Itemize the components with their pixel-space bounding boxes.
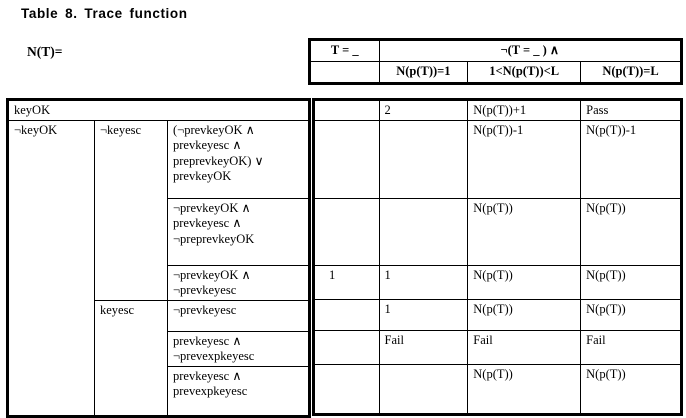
header-t-equals: T = _ xyxy=(309,39,380,62)
condition-keyok: keyOK xyxy=(6,99,311,121)
table-caption: Table 8. Trace function xyxy=(21,6,188,21)
value-r4-c3: N(p(T)) xyxy=(580,298,682,331)
value-r3-c0: 1 xyxy=(313,264,380,300)
table-row: prevkeyesc ∧ prevexpkeyesc xyxy=(8,365,311,417)
value-r0-c0 xyxy=(313,99,380,121)
condition-table: keyOK ¬keyOK ¬keyesc (¬prevkeyOK ∧ prevk… xyxy=(6,98,312,418)
value-r4-c0 xyxy=(313,298,380,331)
condition-expr-3: ¬prevkeyOK ∧ ¬prevkeyesc xyxy=(166,264,311,301)
value-r5-c1: Fail xyxy=(378,329,469,365)
header-row-bottom: N(p(T))=1 1<N(p(T))<L N(p(T))=L xyxy=(309,61,682,84)
value-r1-c2: N(p(T))-1 xyxy=(467,119,582,199)
table-row: N(p(T)) N(p(T)) xyxy=(313,197,682,266)
table-row: N(p(T)) N(p(T)) xyxy=(313,363,682,415)
table-row: ¬keyOK ¬keyesc (¬prevkeyOK ∧ prevkeyesc … xyxy=(7,119,311,417)
header-not-t-equals: ¬(T = _ ) ∧ xyxy=(378,39,683,62)
table-row: Fail Fail Fail xyxy=(313,329,682,365)
table-row: N(p(T))-1 N(p(T))-1 xyxy=(313,119,682,199)
value-r2-c2: N(p(T)) xyxy=(467,197,582,266)
value-r5-c2: Fail xyxy=(467,329,582,365)
table-row: prevkeyesc ∧ ¬prevexpkeyesc xyxy=(8,330,311,367)
header-np-eq-1: N(p(T))=1 xyxy=(378,61,469,84)
value-r3-c1: 1 xyxy=(378,264,469,300)
values-table: 2 N(p(T))+1 Pass N(p(T))-1 N(p(T))-1 N(p… xyxy=(312,98,683,416)
value-r0-c1: 2 xyxy=(378,99,469,121)
condition-not-keyok: ¬keyOK xyxy=(7,119,95,417)
value-r4-c1: 1 xyxy=(378,298,469,331)
table-row: 1 1 N(p(T)) N(p(T)) xyxy=(313,264,682,300)
condition-keyesc: keyesc xyxy=(94,299,168,417)
value-r2-c0 xyxy=(313,197,380,266)
condition-expr-2: ¬prevkeyOK ∧ prevkeyesc ∧ ¬preprevkeyOK xyxy=(166,197,311,266)
value-r6-c2: N(p(T)) xyxy=(467,363,582,415)
header-blank xyxy=(309,61,380,84)
value-r6-c3: N(p(T)) xyxy=(580,363,682,415)
table-row: 2 N(p(T))+1 Pass xyxy=(313,99,682,121)
value-r1-c1 xyxy=(378,119,469,199)
value-r3-c3: N(p(T)) xyxy=(580,264,682,300)
value-r6-c1 xyxy=(378,363,469,415)
table-row: keyOK xyxy=(6,99,311,121)
condition-expr-4: ¬prevkeyesc xyxy=(166,299,311,332)
value-r4-c2: N(p(T)) xyxy=(467,298,582,331)
condition-not-keyesc: ¬keyesc xyxy=(94,119,168,301)
value-r5-c0 xyxy=(313,329,380,365)
condition-expr-1: (¬prevkeyOK ∧ prevkeyesc ∧ preprevkeyOK)… xyxy=(166,119,311,199)
value-r5-c3: Fail xyxy=(580,329,682,365)
value-r2-c1 xyxy=(378,197,469,266)
function-label: N(T)= xyxy=(27,44,63,59)
table-row: ¬prevkeyOK ∧ prevkeyesc ∧ ¬preprevkeyOK xyxy=(8,197,311,266)
value-r0-c3: Pass xyxy=(580,99,682,121)
value-r6-c0 xyxy=(313,363,380,415)
header-np-between: 1<N(p(T))<L xyxy=(467,61,582,84)
value-r0-c2: N(p(T))+1 xyxy=(467,99,582,121)
table-row: 1 N(p(T)) N(p(T)) xyxy=(313,298,682,331)
column-header-table: T = _ ¬(T = _ ) ∧ N(p(T))=1 1<N(p(T))<L … xyxy=(308,38,683,85)
value-r1-c0 xyxy=(313,119,380,199)
condition-expr-6: prevkeyesc ∧ prevexpkeyesc xyxy=(166,365,311,417)
header-np-eq-l: N(p(T))=L xyxy=(580,61,682,84)
value-r3-c2: N(p(T)) xyxy=(467,264,582,300)
value-r1-c3: N(p(T))-1 xyxy=(580,119,682,199)
header-row-top: T = _ ¬(T = _ ) ∧ xyxy=(309,39,683,62)
condition-expr-5: prevkeyesc ∧ ¬prevexpkeyesc xyxy=(166,330,311,367)
value-r2-c3: N(p(T)) xyxy=(580,197,682,266)
